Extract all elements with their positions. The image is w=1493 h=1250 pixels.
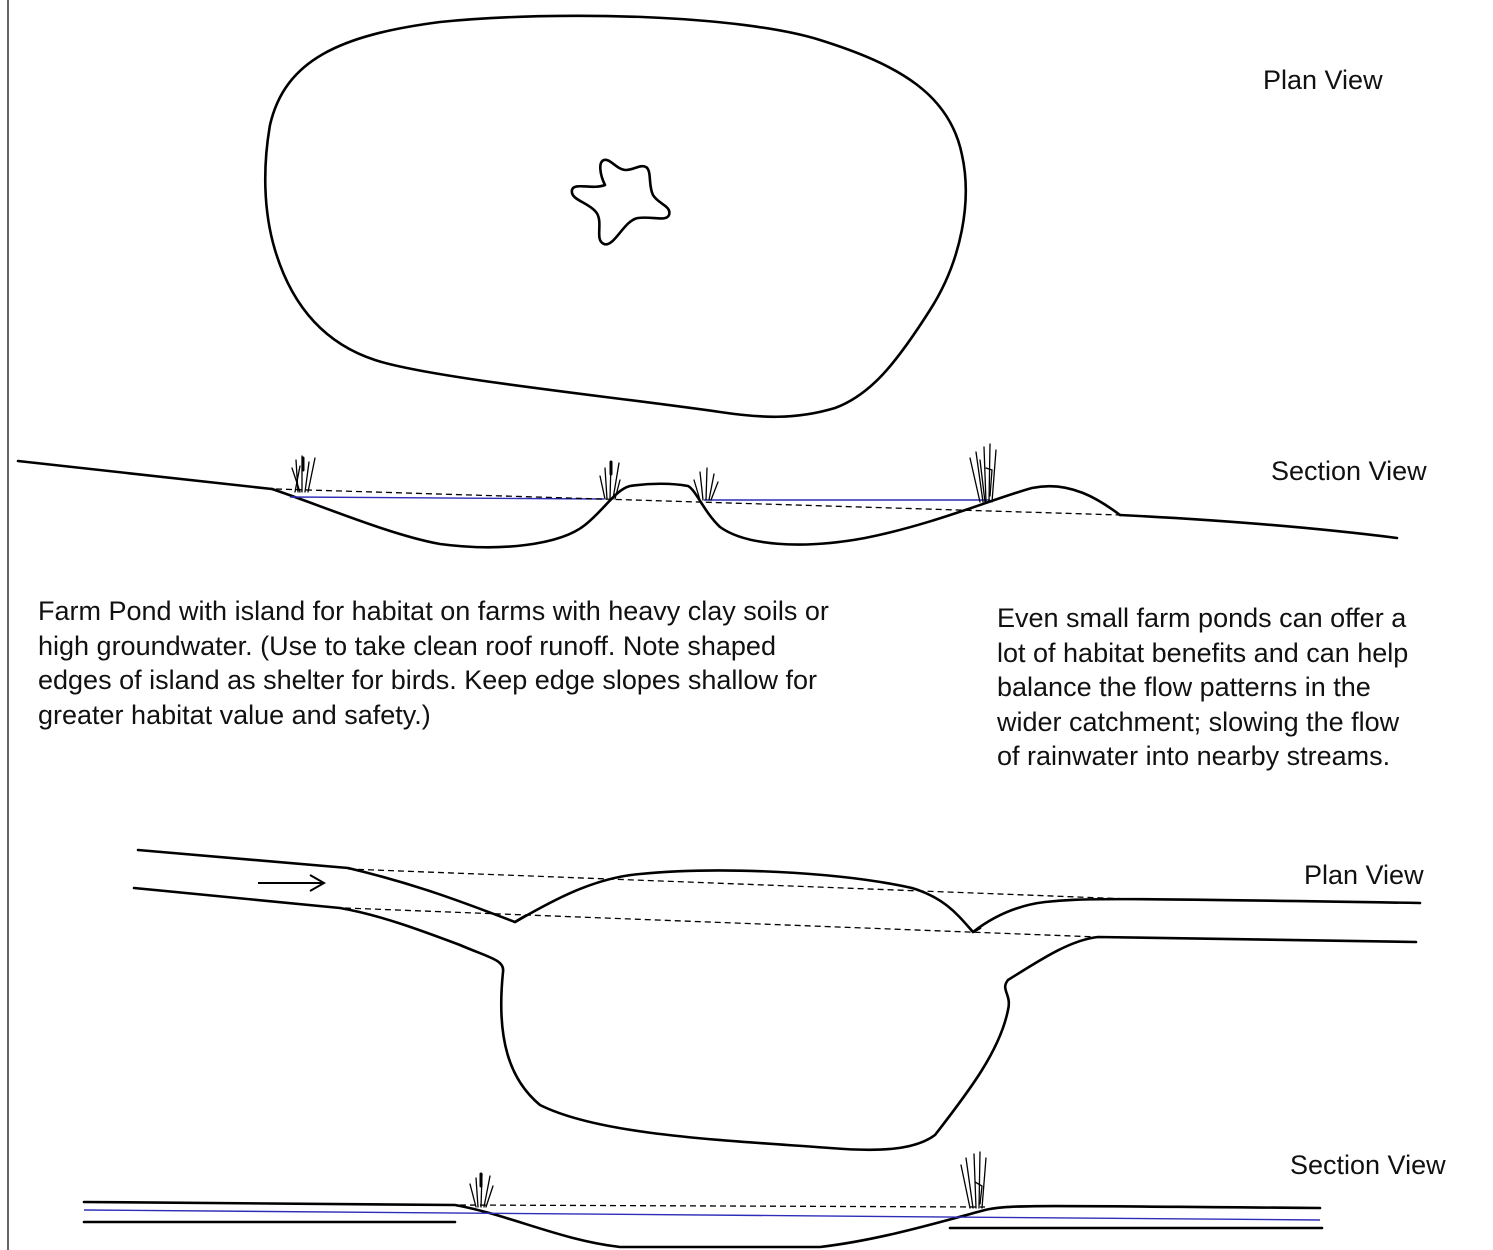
design-level-dashed [347,868,1131,900]
pond-basin-left [270,482,1122,549]
pond-outline [263,14,968,419]
island-star-icon [570,158,671,246]
stream-bed [82,1220,1324,1230]
section-view-label: Section View [1271,456,1427,486]
ground-line-right [1118,513,1399,540]
ground-line-left [16,459,274,491]
design-level-dashed [459,1204,986,1208]
arrow-right-icon [258,874,327,892]
design-level-dashed [344,907,1099,938]
farm-pond-plan [263,14,968,419]
reed-clump-icon [469,1172,494,1208]
reed-clump-icon [960,1151,987,1209]
reed-clump-icon [599,460,621,500]
reed-clump-icon [693,467,719,501]
habitat-benefits-description: Even small farm ponds can offer a lot of… [997,603,1409,771]
reed-clump-icon [969,443,997,503]
design-level-dashed [275,488,1121,516]
section-view-label: Section View [1290,1150,1446,1180]
plan-view-label: Plan View [1304,860,1424,890]
stream-pond-plan [132,848,1422,1152]
plan-view-label: Plan View [1263,65,1383,95]
farm-pond-section [16,443,1399,549]
pond-edge-notch [513,914,982,934]
ground-line [82,1200,1322,1249]
water-level [83,1209,1321,1221]
stream-bank-upper [136,848,1422,934]
reed-clump-icon [291,455,316,493]
stream-bank-lower [132,886,1418,1152]
water-level-left [289,496,605,500]
farm-pond-description: Farm Pond with island for habitat on far… [38,596,829,730]
stream-pond-section [82,1151,1324,1249]
